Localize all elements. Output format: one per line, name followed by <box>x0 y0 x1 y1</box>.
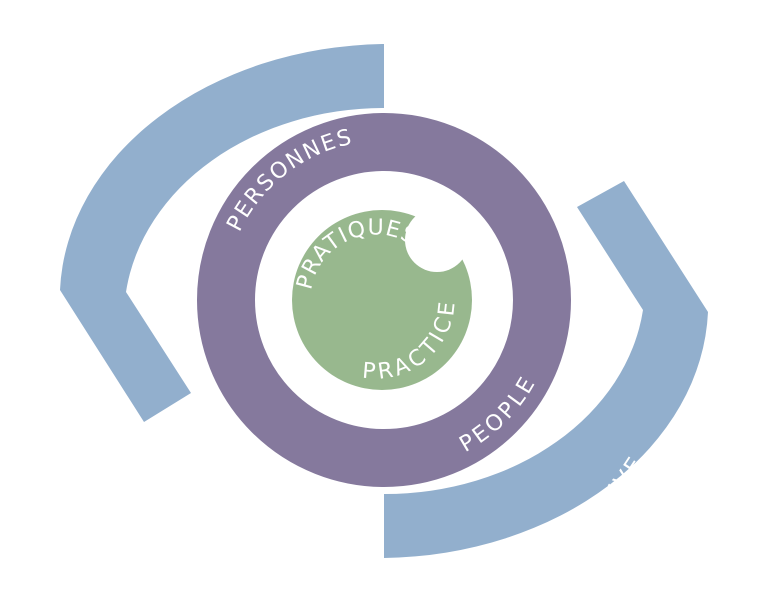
middle-ring <box>197 113 571 487</box>
outer-arc-perspective <box>384 181 708 558</box>
inner-circle-notch <box>405 208 469 272</box>
outer-arc-contexte <box>60 44 384 422</box>
